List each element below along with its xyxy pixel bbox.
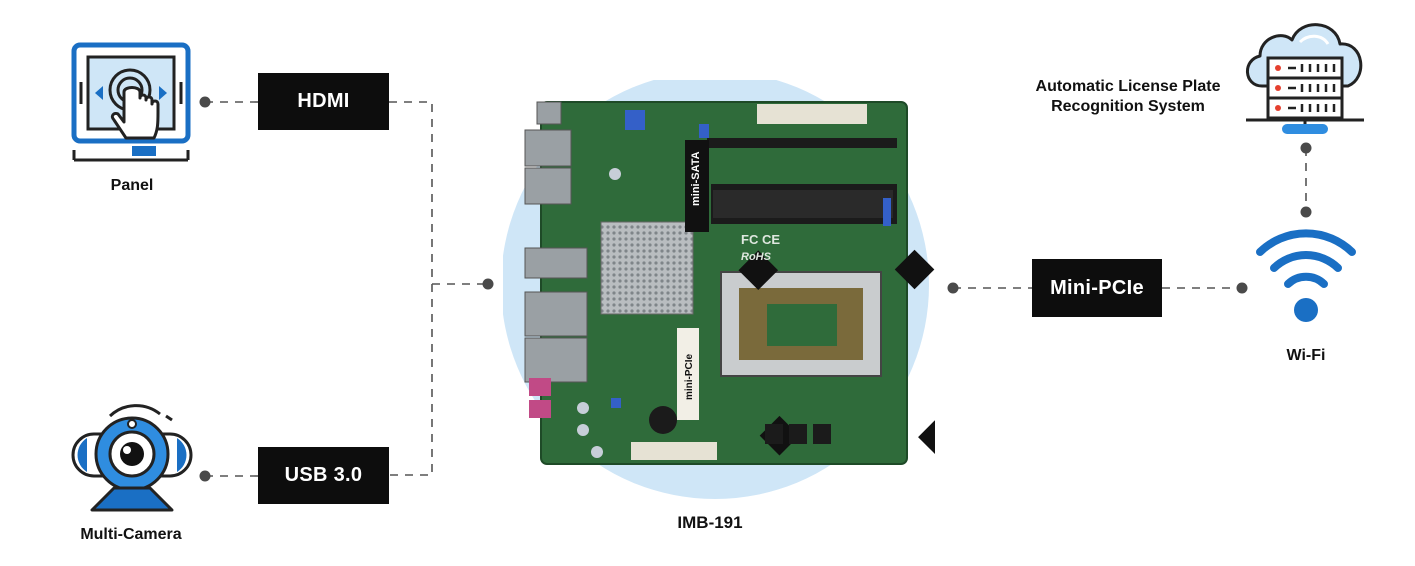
board-label: IMB-191: [677, 513, 743, 532]
panel-connector-dot: [199, 96, 211, 108]
mpcie-silkscreen: mini-PCIe: [684, 353, 695, 400]
wifi-top-connector-dot: [1300, 206, 1312, 218]
wifi-icon: [1256, 229, 1356, 322]
board-left-connector-dot: [482, 278, 494, 290]
server-connector-dot: [1300, 142, 1312, 154]
mini-pcie-tag: Mini-PCIe: [1032, 259, 1162, 317]
panel-label: Panel: [110, 177, 154, 194]
motherboard-image: mini-SATA mini-PCIe FC CE RoHS: [503, 80, 935, 499]
msata-silkscreen: mini-SATA: [690, 151, 702, 206]
usb-tag: USB 3.0: [258, 447, 389, 504]
wifi-label: Wi-Fi: [1286, 347, 1326, 364]
fcc-silkscreen: FC CE: [741, 232, 780, 247]
webcam-icon: [71, 404, 193, 512]
camera-connector-dot: [199, 470, 211, 482]
touch-panel-icon: [71, 42, 191, 162]
camera-label: Multi-Camera: [80, 526, 182, 543]
server-label-line1: Automatic License Plate: [1035, 78, 1221, 95]
board-right-connector-dot: [947, 282, 959, 294]
rohs-silkscreen: RoHS: [741, 251, 772, 263]
cloud-server-icon: [1246, 23, 1364, 134]
wifi-connector-dot: [1236, 282, 1248, 294]
server-label: Automatic License Plate Recognition Syst…: [1010, 77, 1246, 117]
hdmi-tag: HDMI: [258, 73, 389, 130]
server-label-line2: Recognition System: [1051, 98, 1205, 115]
